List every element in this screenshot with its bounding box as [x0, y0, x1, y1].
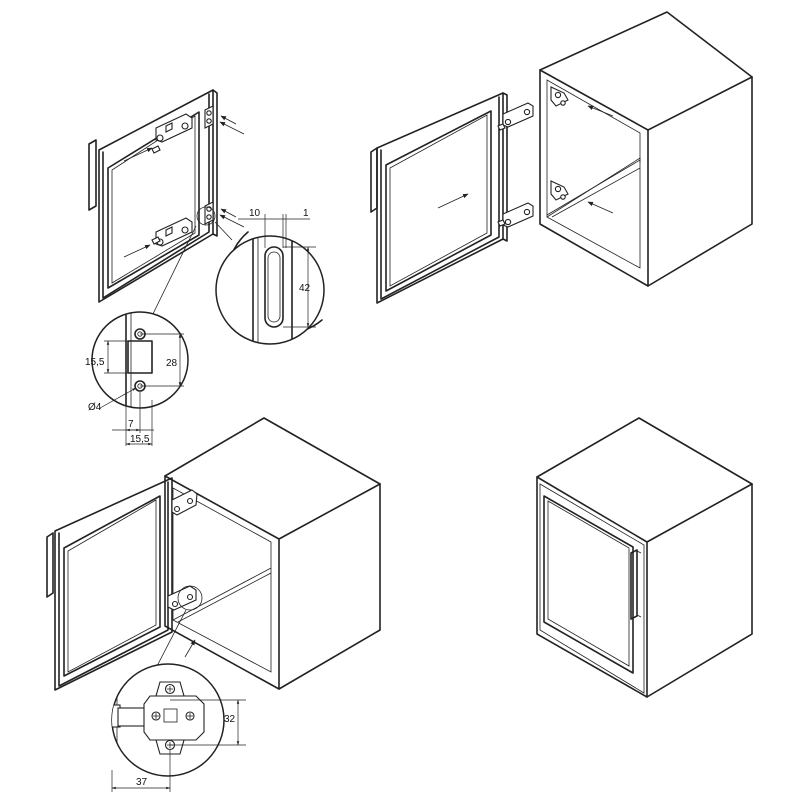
door-frame: [98, 89, 218, 303]
door-step2: [370, 92, 508, 304]
step4-closed-cabinet: [536, 417, 753, 698]
pilot-dimension-lines: [99, 333, 184, 446]
detail-pilot-holes: 28 15,5 Ø4 7 15,5: [85, 225, 197, 446]
detail-marker-circle: [177, 585, 203, 611]
detail-hinge-slot: 10 1 42: [196, 206, 325, 345]
dim-hinge-offset: 1: [303, 208, 309, 219]
door-hinge-bottom: [151, 217, 193, 247]
step1-door-drilling: [88, 89, 245, 303]
dim-pilot-center-width: 15,5: [130, 434, 150, 445]
dim-pilot-center-height: 15,5: [85, 357, 105, 368]
dim-pilot-diameter: Ø4: [88, 402, 102, 413]
step3-door-mounted: [46, 417, 381, 691]
cabinet-body-step4: [536, 417, 753, 698]
dim-hinge-gap: 10: [249, 208, 261, 219]
cabinet-body-step3: [164, 417, 381, 690]
dim-pilot-edge: 7: [128, 419, 134, 430]
dim-plate-depth: 37: [136, 777, 148, 788]
door-step3: [46, 477, 173, 691]
door-handle-step4: [630, 549, 642, 620]
door-handle: [88, 139, 97, 211]
dim-slot-length: 42: [299, 283, 311, 294]
hinges-step3: [167, 489, 198, 611]
cabinet-body-step2: [539, 11, 753, 287]
step2-attach-door: [370, 11, 753, 304]
dim-pilot-spacing: 28: [166, 358, 178, 369]
slot-dimension-lines: [238, 214, 316, 328]
assembly-arrows-step2: [437, 105, 614, 214]
mounting-plates-step2: [550, 86, 569, 201]
hinges-step2: [497, 102, 534, 228]
detail-mounting-plate: 32 37: [111, 663, 246, 792]
plate-dimension-lines: [111, 699, 246, 792]
door-step4: [539, 483, 645, 694]
dim-plate-height: 32: [224, 714, 236, 725]
cabinet-side-plates: [204, 105, 214, 225]
door-hinge-top: [151, 113, 193, 154]
assembly-arrows-step1: [123, 115, 245, 258]
